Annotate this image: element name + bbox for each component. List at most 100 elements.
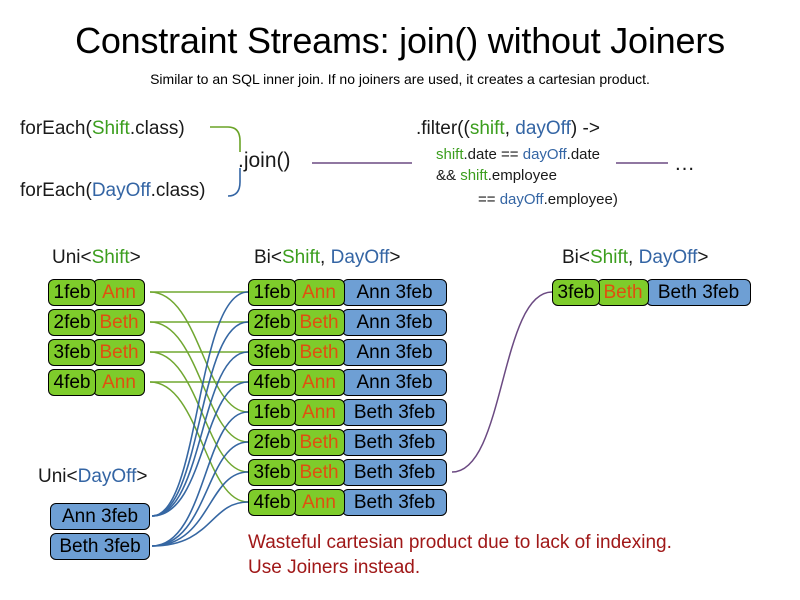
cartesian-date-cell: 1feb <box>248 399 296 426</box>
uni-shift-prefix: Uni< <box>52 247 92 268</box>
bi-middle-suffix: > <box>389 247 401 268</box>
filter-l4-dayoff: dayOff <box>499 191 544 208</box>
shift-date-cell: 3feb <box>48 339 96 366</box>
filter-line-3: && shift.employee <box>436 166 557 185</box>
filter-l3-end: .employee <box>487 167 557 184</box>
cartesian-dayoff-cell: Beth 3feb <box>342 429 447 456</box>
join-expression: .join() <box>238 149 291 172</box>
foreach-dayoff-type: DayOff <box>91 180 151 201</box>
dayoff-label-cell: Beth 3feb <box>50 533 150 560</box>
filter-arrow: ) -> <box>570 118 600 139</box>
dayoff-tuple-row[interactable]: Beth 3feb <box>50 533 150 560</box>
cartesian-date-cell: 4feb <box>248 489 296 516</box>
shift-date-cell: 2feb <box>48 309 96 336</box>
cartesian-date-cell: 2feb <box>248 429 296 456</box>
uni-shift-type: Shift <box>91 247 130 268</box>
uni-dayoff-suffix: > <box>136 466 148 487</box>
foreach-shift-suffix: .class) <box>129 118 185 139</box>
filter-l4-eq: == <box>478 191 500 208</box>
cartesian-date-cell: 1feb <box>248 279 296 306</box>
shift-employee-cell: Ann <box>93 369 145 396</box>
warning-line-1: Wasteful cartesian product due to lack o… <box>248 532 672 553</box>
uni-shift-suffix: > <box>129 247 141 268</box>
cartesian-date-cell: 3feb <box>248 339 296 366</box>
page-title: Constraint Streams: join() without Joine… <box>75 20 725 61</box>
filtered-date-cell: 3feb <box>552 279 600 306</box>
filter-line-4: == dayOff.employee) <box>478 190 618 209</box>
filter-l4-end: .employee) <box>543 191 618 208</box>
shift-employee-cell: Beth <box>93 339 145 366</box>
filter-l2-shift: shift <box>436 146 464 163</box>
filter-param-shift: shift <box>469 118 505 139</box>
shift-employee-cell: Beth <box>93 309 145 336</box>
bi-middle-type2: DayOff <box>330 247 390 268</box>
shift-date-cell: 1feb <box>48 279 96 306</box>
filter-l3-and: && <box>436 167 461 184</box>
cartesian-employee-cell: Ann <box>293 279 345 306</box>
filter-l2-dayoff: dayOff <box>522 146 567 163</box>
bi-right-header: Bi<Shift, DayOff> <box>562 247 708 269</box>
filtered-employee-cell: Beth <box>597 279 649 306</box>
filter-l3-shift: shift <box>460 167 488 184</box>
filter-prefix: .filter(( <box>416 118 470 139</box>
cartesian-dayoff-cell: Beth 3feb <box>342 399 447 426</box>
cartesian-employee-cell: Beth <box>293 339 345 366</box>
cartesian-dayoff-cell: Beth 3feb <box>342 459 447 486</box>
foreach-shift-type: Shift <box>91 118 130 139</box>
cartesian-dayoff-cell: Beth 3feb <box>342 489 447 516</box>
shift-employee-cell: Ann <box>93 279 145 306</box>
foreach-shift-prefix: forEach( <box>20 118 92 139</box>
cartesian-dayoff-cell: Ann 3feb <box>342 279 447 306</box>
cartesian-employee-cell: Beth <box>293 429 345 456</box>
foreach-dayoff-expression: forEach(DayOff.class) <box>20 180 206 202</box>
bi-middle-type1: Shift <box>282 247 321 268</box>
bi-right-type1: Shift <box>590 247 629 268</box>
warning-line-2: Use Joiners instead. <box>248 557 421 578</box>
filtered-dayoff-cell: Beth 3feb <box>646 279 751 306</box>
page-subtitle: Similar to an SQL inner join. If no join… <box>150 71 650 87</box>
uni-dayoff-prefix: Uni< <box>38 466 78 487</box>
warning-text: Wasteful cartesian product due to lack o… <box>248 530 718 580</box>
dayoff-label-cell: Ann 3feb <box>50 503 150 530</box>
filter-line-2: shift.date == dayOff.date <box>436 145 600 164</box>
dayoff-tuple-row[interactable]: Ann 3feb <box>50 503 150 530</box>
cartesian-employee-cell: Beth <box>293 459 345 486</box>
filter-l2-end: .date <box>566 146 601 163</box>
filter-line-1: .filter((shift, dayOff) -> <box>416 118 600 140</box>
bi-middle-prefix: Bi< <box>254 247 282 268</box>
uni-dayoff-header: Uni<DayOff> <box>38 466 148 488</box>
cartesian-employee-cell: Ann <box>293 369 345 396</box>
filter-param-comma: , <box>504 118 516 139</box>
cartesian-dayoff-cell: Ann 3feb <box>342 339 447 366</box>
uni-shift-header: Uni<Shift> <box>52 247 141 269</box>
cartesian-date-cell: 2feb <box>248 309 296 336</box>
cartesian-employee-cell: Ann <box>293 399 345 426</box>
foreach-dayoff-prefix: forEach( <box>20 180 92 201</box>
filter-l2-mid: .date == <box>463 146 523 163</box>
cartesian-employee-cell: Beth <box>293 309 345 336</box>
cartesian-date-cell: 3feb <box>248 459 296 486</box>
cartesian-dayoff-cell: Ann 3feb <box>342 309 447 336</box>
bi-right-type2: DayOff <box>638 247 698 268</box>
foreach-shift-expression: forEach(Shift.class) <box>20 118 185 140</box>
uni-dayoff-type: DayOff <box>77 466 137 487</box>
bi-right-sep: , <box>628 247 639 268</box>
bi-right-suffix: > <box>697 247 709 268</box>
ellipsis-label: … <box>674 152 695 175</box>
bi-middle-sep: , <box>320 247 331 268</box>
filter-param-dayoff: dayOff <box>515 118 571 139</box>
